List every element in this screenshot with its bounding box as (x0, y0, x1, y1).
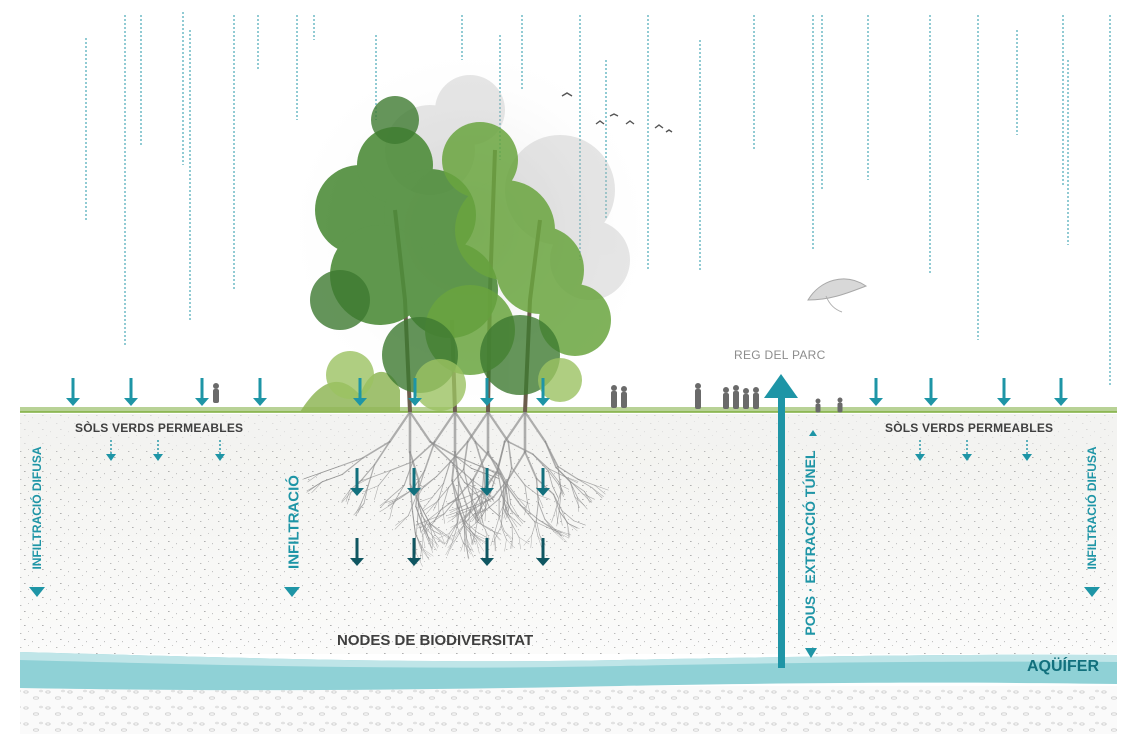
person-icon (213, 383, 843, 413)
tree-cluster-icon (310, 75, 630, 413)
dashed-arrow (215, 440, 225, 461)
root-arrow (536, 538, 550, 566)
sols-verds-right-label: SÒLS VERDS PERMEABLES (885, 421, 1054, 435)
surface-arrow (253, 378, 267, 406)
dashed-arrow (915, 440, 925, 461)
root-arrow (480, 468, 494, 496)
diffuse-arrowheads (29, 587, 1100, 597)
arrow-up-icon (764, 374, 817, 668)
surface-arrow (869, 378, 883, 406)
rain-streaks-icon (85, 12, 1111, 385)
surface-arrow (353, 378, 367, 406)
surface-arrow (195, 378, 209, 406)
kite-icon (807, 278, 868, 313)
sols-verds-left-label: SÒLS VERDS PERMEABLES (75, 421, 244, 435)
arrow-down-icon (66, 378, 1068, 406)
infiltracio-difusa-left-label: INFILTRACIÓ DIFUSA (30, 446, 44, 570)
root-arrow (350, 538, 364, 566)
infiltracio-label: INFILTRACIÓ (285, 475, 303, 569)
root-arrow (407, 468, 421, 496)
root-infiltration-arrows (350, 468, 550, 566)
gravel-layer (20, 686, 1117, 734)
surface-arrow (924, 378, 938, 406)
nodes-biodiversitat-label: NODES DE BIODIVERSITAT (337, 632, 534, 649)
pous-extraccio-label: POUS · EXTRACCIÓ TÚNEL (802, 450, 818, 636)
infiltracio-difusa-right-label: INFILTRACIÓ DIFUSA (1085, 446, 1099, 570)
dashed-arrow (1022, 440, 1032, 461)
surface-arrow (997, 378, 1011, 406)
root-arrow (480, 538, 494, 566)
root-arrow (536, 468, 550, 496)
dashed-arrow (106, 440, 116, 461)
aquifer-band (20, 652, 1117, 691)
dashed-arrow-down-icon (106, 440, 1032, 461)
root-arrow (407, 538, 421, 566)
surface-arrow (408, 378, 422, 406)
root-arrow (350, 468, 364, 496)
bird-icon (561, 92, 673, 133)
aquifer-label: AQÜÍFER (1027, 658, 1099, 675)
surface-arrow (1054, 378, 1068, 406)
reg-del-parc-label: REG DEL PARC (734, 348, 826, 362)
surface-arrow (536, 378, 550, 406)
dashed-arrow (962, 440, 972, 461)
surface-arrow (66, 378, 80, 406)
surface-arrow (124, 378, 138, 406)
root-system-icon (302, 410, 609, 568)
dashed-arrow (153, 440, 163, 461)
surface-arrow (480, 378, 494, 406)
